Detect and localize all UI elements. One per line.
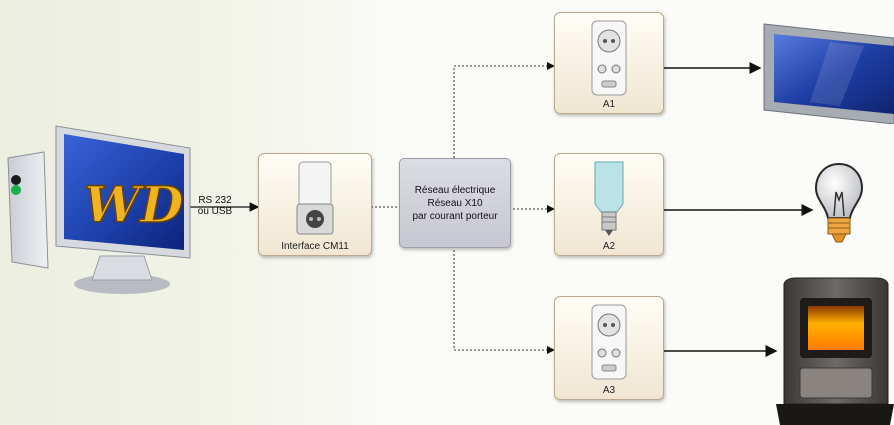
module-a2: A2 <box>554 153 664 256</box>
module-a1-label: A1 <box>602 99 616 110</box>
module-a3: A3 <box>554 296 664 400</box>
network-box: Réseau électrique Réseau X10 par courant… <box>399 158 511 248</box>
interface-box: Interface CM11 <box>258 153 372 256</box>
interface-label: Interface CM11 <box>281 241 349 252</box>
socket-module-icon <box>591 304 627 380</box>
module-a2-label: A2 <box>602 241 616 252</box>
light-bulb-icon <box>814 162 864 243</box>
connection-label-line1: RS 232 <box>198 195 232 206</box>
network-line1: Réseau électrique <box>414 184 496 196</box>
socket-module-icon <box>591 20 627 96</box>
network-line3: par courant porteur <box>412 210 498 222</box>
flat-screen-tv-icon <box>763 23 894 124</box>
pellet-stove-icon <box>776 277 894 425</box>
network-line2: Réseau X10 <box>427 197 483 209</box>
wd-logo: WD <box>84 175 184 234</box>
module-a1: A1 <box>554 12 664 114</box>
connection-label-line2: ou USB <box>197 206 233 217</box>
lamp-socket-module-icon <box>594 161 624 236</box>
cm11-device-icon <box>296 161 334 235</box>
module-a3-label: A3 <box>602 385 616 396</box>
computer-icon: WD <box>7 125 191 294</box>
connection-label: RS 232 ou USB <box>190 195 240 217</box>
